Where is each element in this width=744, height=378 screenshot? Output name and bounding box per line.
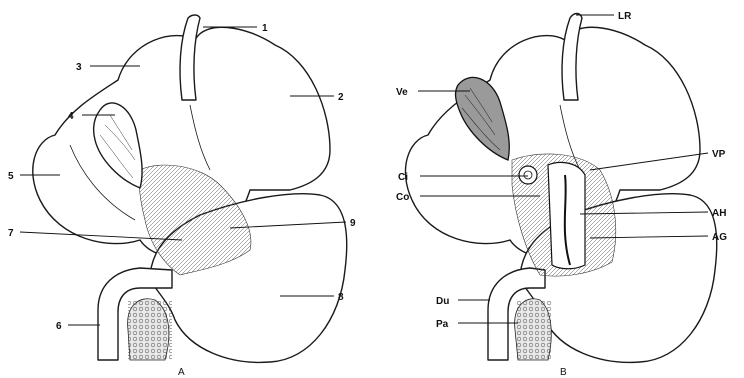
label-ah: AH	[712, 208, 726, 219]
label-vp: VP	[712, 149, 726, 160]
caption-b: B	[560, 367, 567, 378]
label-du: Du	[436, 296, 449, 307]
label-co: Co	[396, 192, 409, 203]
label-9: 9	[350, 218, 356, 229]
label-lr: LR	[618, 11, 632, 22]
label-1: 1	[262, 23, 268, 34]
label-4: 4	[68, 111, 74, 122]
label-ci: Ci	[398, 172, 408, 183]
label-7: 7	[8, 228, 14, 239]
label-3: 3	[76, 62, 82, 73]
label-5: 5	[8, 171, 14, 182]
label-ve: Ve	[396, 87, 408, 98]
label-ag: AG	[712, 232, 727, 243]
label-2: 2	[338, 92, 344, 103]
label-pa: Pa	[436, 319, 449, 330]
caption-a: A	[178, 367, 185, 378]
panel-b	[405, 14, 716, 363]
label-8: 8	[338, 292, 344, 303]
cystic-duct	[519, 166, 537, 184]
label-6: 6	[56, 321, 62, 332]
panel-a	[20, 15, 347, 362]
